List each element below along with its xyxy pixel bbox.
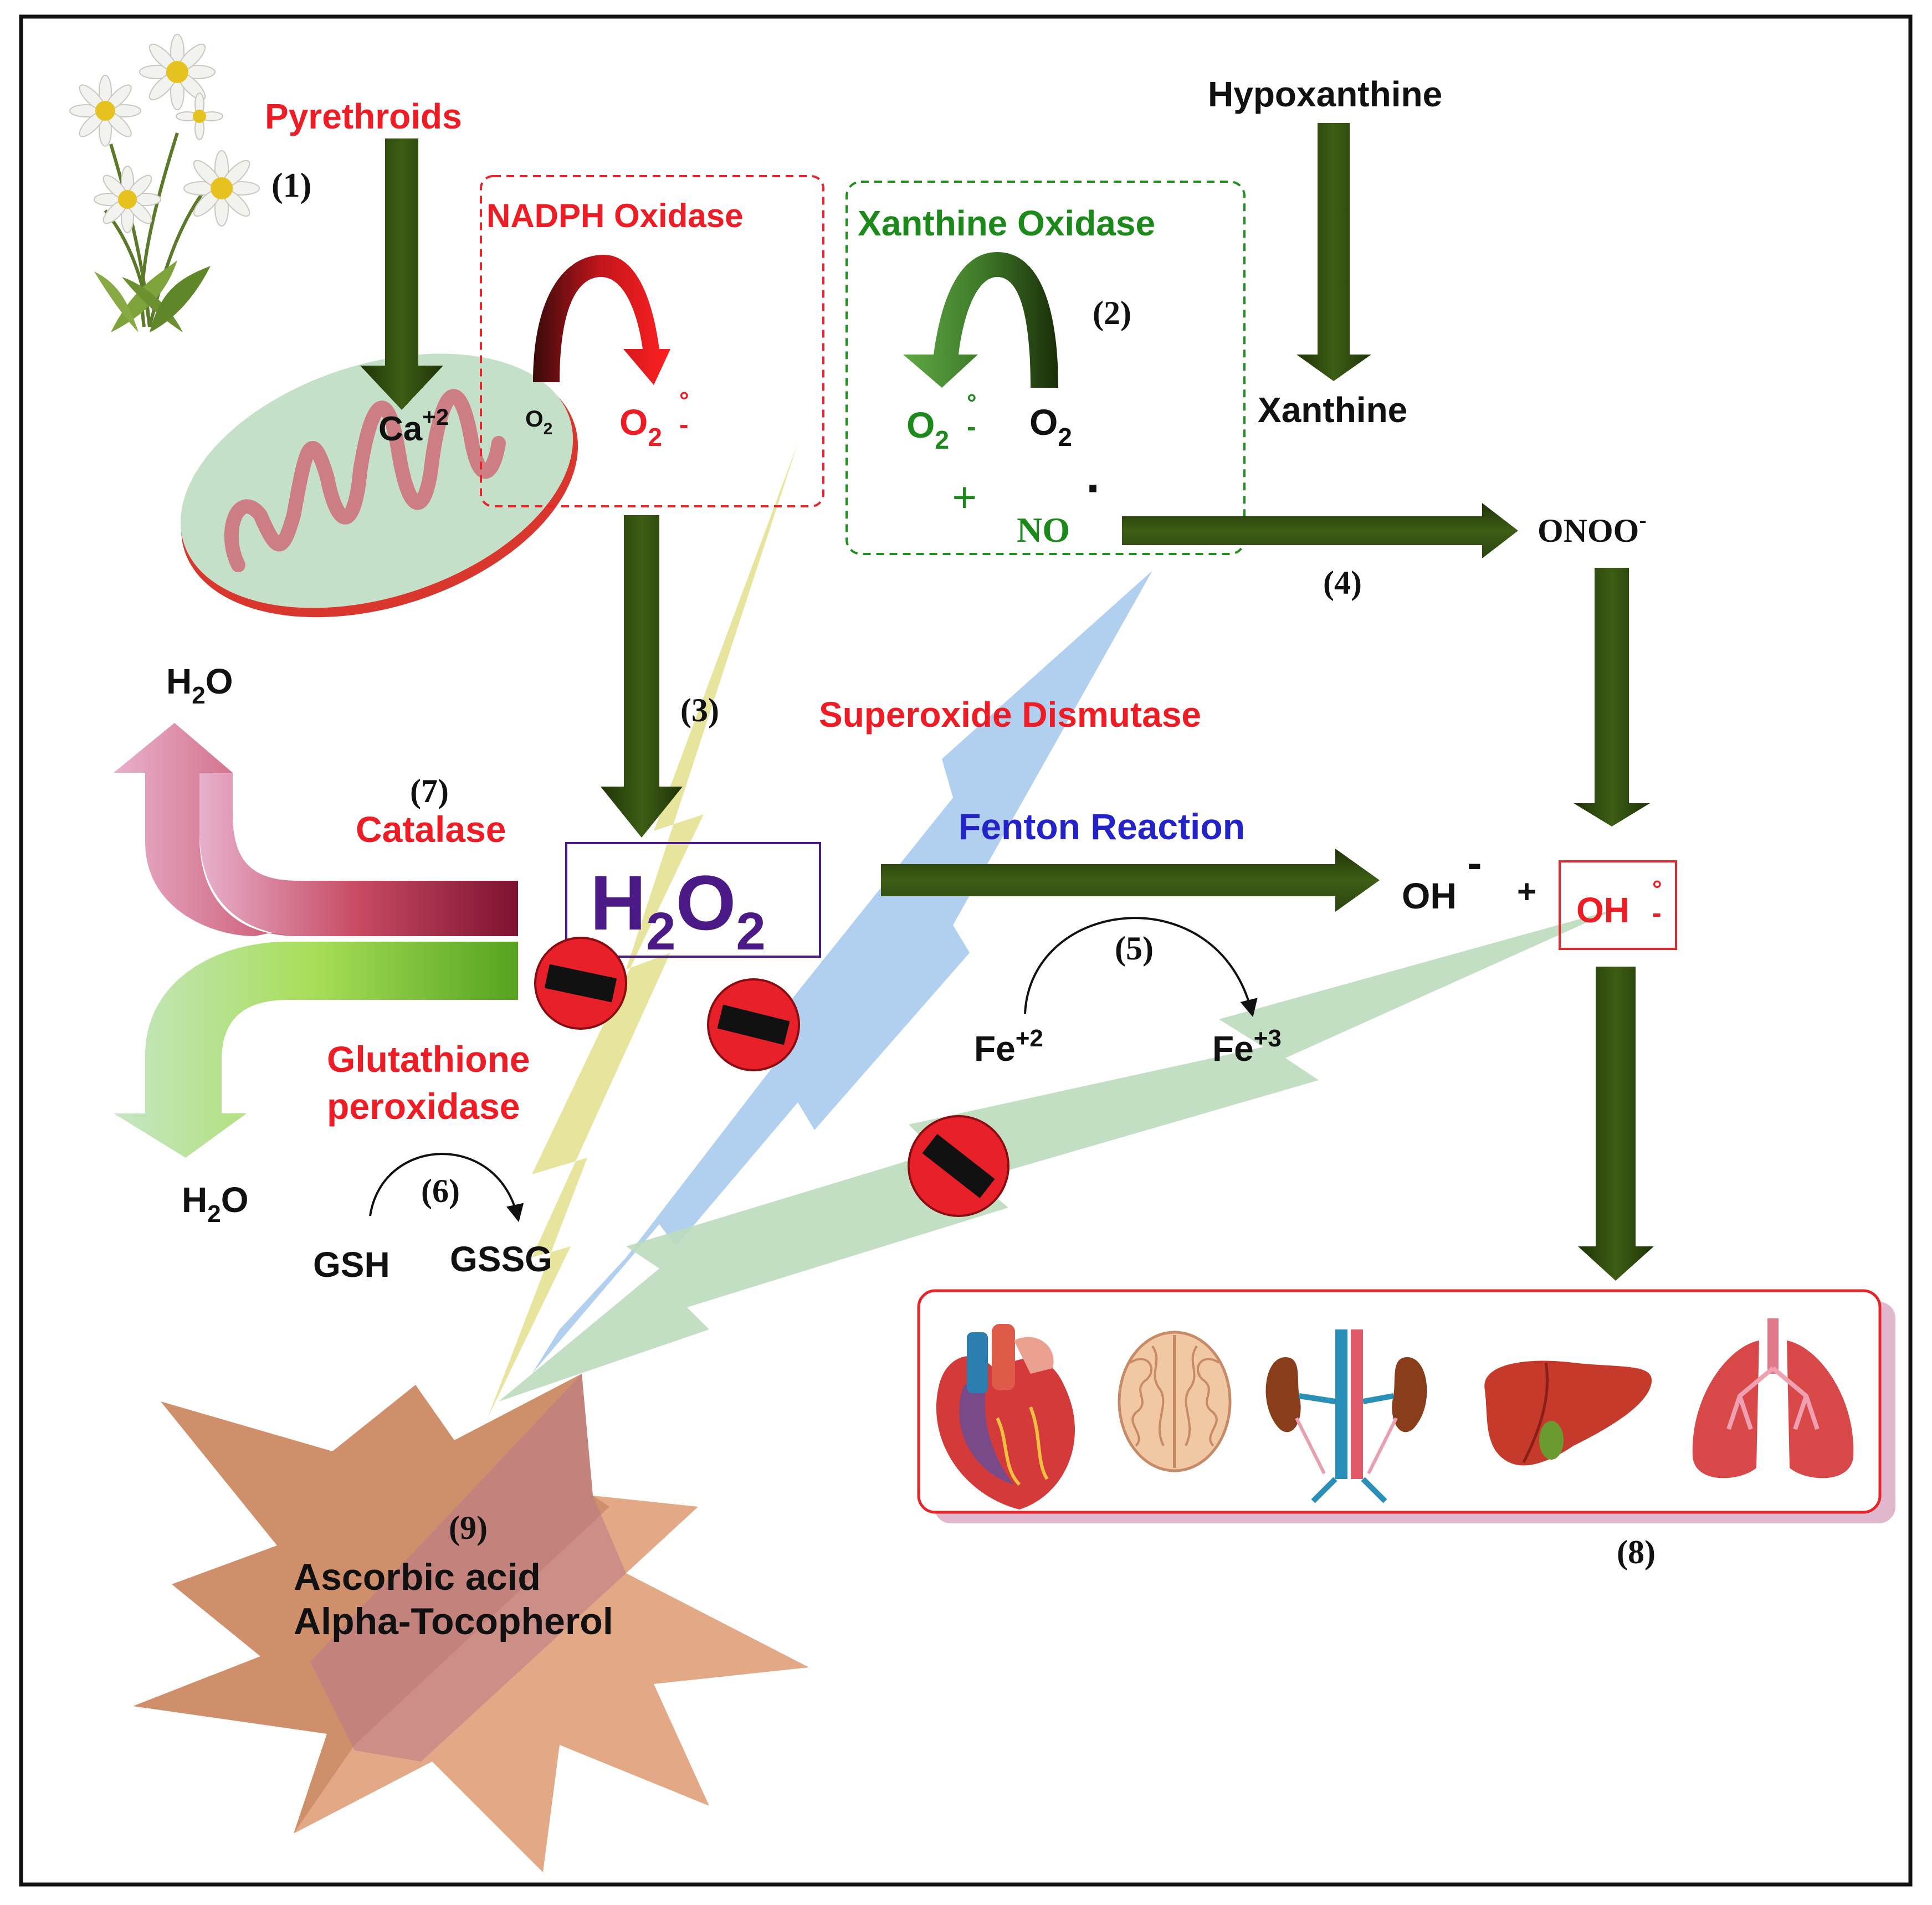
hydrogen-peroxide-label: H2O2 (590, 859, 766, 961)
hydroxide-ion-label: OH (1402, 875, 1457, 916)
superoxide-dismutase-label: Superoxide Dismutase (819, 695, 1201, 735)
superoxide-charge-mark: - (679, 409, 689, 440)
arrow-no-to-peroxynitrite (1122, 503, 1518, 558)
hydroxyl-charge-mark: - (1652, 897, 1662, 928)
antioxidant-star-stripe (310, 1374, 626, 1762)
water-catalase: H2O (166, 661, 233, 709)
inhibition-icon (534, 937, 627, 1030)
xanthine-oxidase-label: Xanthine Oxidase (858, 203, 1155, 243)
glutathione-cycle-arrow (369, 1153, 524, 1223)
green-bolt (499, 908, 1618, 1401)
inhibition-icon (908, 1115, 1009, 1217)
oxygen-substrate-xanthine: O2 (1029, 402, 1072, 451)
catalase-arrow-body (199, 773, 518, 936)
arrow-fenton (881, 849, 1380, 912)
nadph-oxidase-label: NADPH Oxidase (486, 197, 743, 234)
step-3: (3) (680, 692, 719, 728)
oxygen-substrate-nadph: O2 (525, 405, 552, 438)
brain-icon (1118, 1331, 1232, 1472)
daisy-3 (94, 166, 161, 233)
step-4: (4) (1323, 564, 1362, 601)
yellow-bolt (488, 443, 798, 1418)
step-9: (9) (449, 1509, 488, 1546)
lungs-icon (1692, 1318, 1854, 1478)
plus-sign: + (952, 474, 977, 522)
daisy-5 (176, 93, 223, 140)
oxidized-glutathione-label: GSSG (450, 1239, 552, 1279)
step-8: (8) (1617, 1534, 1656, 1570)
hydroxyl-radical-label: OH (1576, 890, 1629, 930)
hydroxide-charge: - (1467, 838, 1482, 887)
peroxynitrite-label: ONOO- (1538, 507, 1647, 549)
h2o2-box (565, 842, 821, 958)
liver-icon (1484, 1360, 1652, 1466)
daisy-4 (183, 150, 260, 227)
xanthine-oxidase-box (845, 181, 1246, 555)
alpha-tocopherol-label: Alpha-Tocopherol (294, 1600, 613, 1642)
xanthine-label: Xanthine (1258, 390, 1407, 430)
fenton-reaction-label: Fenton Reaction (959, 806, 1245, 847)
step-1: (1) (271, 167, 311, 204)
chamomile-flower-icon (69, 34, 260, 332)
ascorbic-acid-label: Ascorbic acid (294, 1556, 541, 1598)
arrow-peroxynitrite-to-hydroxyl (1574, 568, 1650, 826)
arrow-hydroxyl-to-organs (1578, 967, 1654, 1281)
superoxide-xanthine-radical-mark: ° (967, 389, 977, 417)
superoxide-nadph: O2 (619, 402, 662, 451)
gpx-arrow (114, 942, 518, 1158)
hypoxanthine-label: Hypoxanthine (1208, 74, 1442, 114)
glutathione-peroxidase-label-line2: peroxidase (327, 1086, 520, 1127)
superoxide-radical-mark: ° (679, 387, 689, 414)
diagram-frame (19, 14, 1913, 1887)
fe-cycle-arrow (1024, 917, 1258, 1018)
reduced-glutathione-label: GSH (313, 1245, 390, 1285)
step-6: (6) (421, 1173, 460, 1209)
arrow-hypoxanthine-to-xanthine (1296, 123, 1371, 381)
inhibition-icon (707, 978, 800, 1071)
ferric-iron-label: Fe+3 (1212, 1025, 1282, 1069)
mitochondrion-icon (180, 353, 578, 618)
water-gpx: H2O (182, 1180, 248, 1228)
blue-bolt (532, 571, 1152, 1374)
xanthine-curved-arrow (903, 252, 1058, 388)
superoxide-xanthine-charge-mark: - (967, 411, 976, 442)
arrow-superoxide-to-h2o2 (601, 515, 683, 838)
daisy-1 (69, 75, 141, 147)
kidney-icon (1265, 1329, 1427, 1503)
nadph-curved-arrow (533, 255, 670, 385)
pyrethroids-label: Pyrethroids (265, 96, 462, 136)
step-5: (5) (1115, 930, 1154, 967)
hydroxyl-plus: + (1517, 873, 1536, 910)
glutathione-peroxidase-label-line1: Glutathione (327, 1039, 530, 1080)
ferrous-iron-label: Fe+2 (974, 1025, 1043, 1069)
step-7: (7) (410, 773, 449, 809)
catalase-label: Catalase (356, 809, 506, 850)
nitric-oxide-radical-dot: · (1086, 461, 1103, 516)
step-2: (2) (1093, 295, 1131, 331)
arrow-pyrethroids-to-mitochondrion (360, 138, 443, 410)
heart-icon (936, 1324, 1075, 1509)
superoxide-xanthine: O2 (906, 404, 949, 454)
calcium-ion: Ca+2 (378, 404, 449, 448)
nitric-oxide-label: NO (1017, 510, 1070, 550)
hydroxyl-radical-box (1559, 860, 1677, 950)
hydroxyl-radical-mark: ° (1652, 876, 1662, 903)
